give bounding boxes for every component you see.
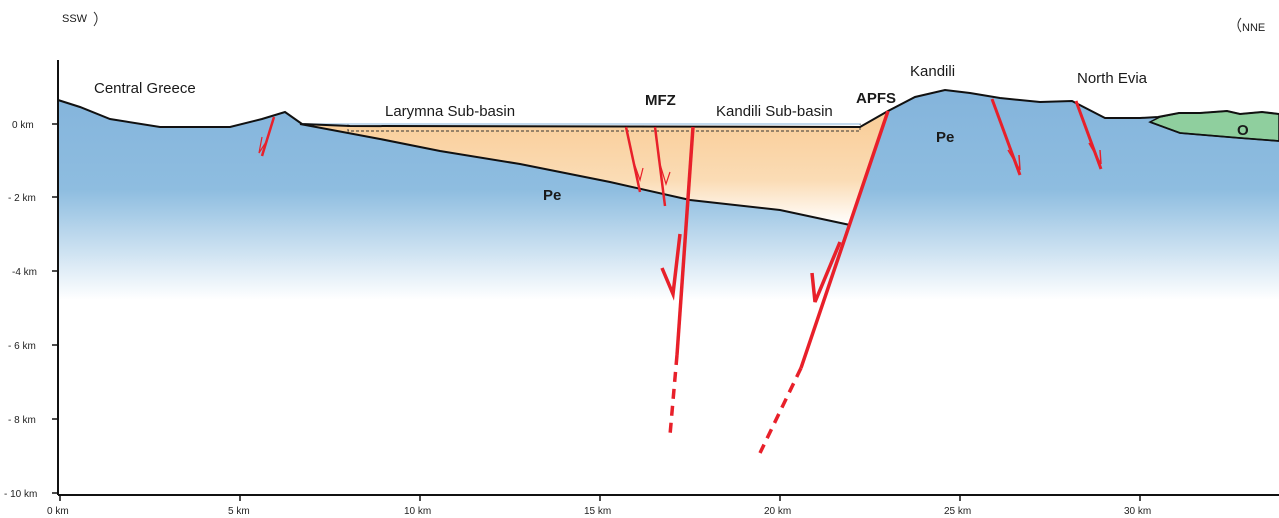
depth-tick-4: -4 km [12, 267, 37, 278]
distance-tick-10: 10 km [404, 506, 431, 517]
orientation-left-arc [93, 11, 98, 27]
distance-tick-15: 15 km [584, 506, 611, 517]
depth-ticks [52, 123, 58, 494]
topography-line [57, 88, 1279, 129]
mfz-fault [668, 126, 695, 436]
ophiolite-base-line [1149, 121, 1279, 142]
kandili-fault-arrow [1007, 149, 1021, 171]
label-apfs: APFS [856, 90, 896, 107]
mfz-slip-arrow [660, 233, 682, 301]
mfz-splay-arrows [632, 159, 671, 186]
label-pe-right: Pe [936, 129, 954, 146]
depth-tick-10: - 10 km [4, 489, 37, 500]
north-evia-fault-arrow [1088, 142, 1102, 165]
orientation-left: SSW [62, 13, 88, 25]
distance-tick-0: 0 km [47, 506, 69, 517]
label-larymna-subbasin: Larymna Sub-basin [385, 103, 515, 120]
depth-tick-8: - 8 km [8, 415, 36, 426]
distance-tick-30: 30 km [1124, 506, 1151, 517]
label-central-greece: Central Greece [94, 80, 196, 97]
distance-tick-5: 5 km [228, 506, 250, 517]
depth-tick-0: 0 km [12, 120, 34, 131]
label-kandili: Kandili [910, 63, 955, 80]
distance-tick-20: 20 km [764, 506, 791, 517]
orientation-right: NNE [1242, 22, 1265, 34]
label-pe-left: Pe [543, 187, 561, 204]
apfs-fault [758, 110, 890, 454]
depth-tick-2: - 2 km [8, 193, 36, 204]
apfs-slip-arrow [810, 241, 842, 303]
central-greece-fault [260, 116, 276, 157]
label-ophiolite: O [1237, 122, 1249, 139]
label-mfz: MFZ [645, 92, 676, 109]
label-north-evia: North Evia [1077, 70, 1148, 87]
basin-fill [302, 111, 888, 225]
mfz-splay-faults [624, 126, 667, 207]
distance-tick-25: 25 km [944, 506, 971, 517]
central-greece-fault-arrow [258, 136, 267, 154]
distance-ticks [59, 495, 1141, 501]
label-kandili-subbasin: Kandili Sub-basin [716, 103, 833, 120]
orientation-right-arc [1237, 17, 1242, 33]
depth-tick-6: - 6 km [8, 341, 36, 352]
basement-body [58, 90, 1279, 495]
basin-floor-line [299, 123, 851, 226]
